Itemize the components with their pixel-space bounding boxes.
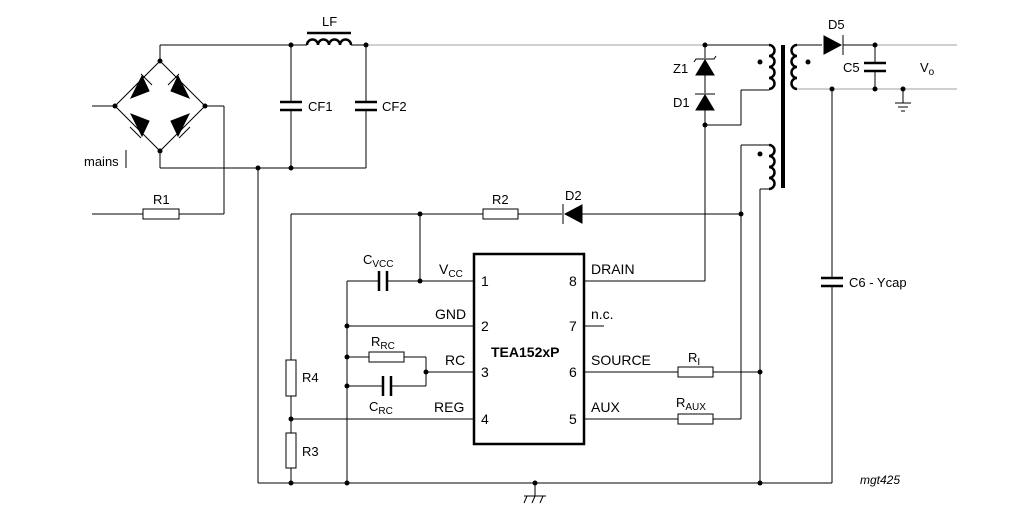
reference-code: mgt425	[860, 473, 900, 487]
pin-vcc-label: VCC	[439, 261, 463, 280]
capacitor-cf1	[280, 45, 302, 168]
raux-label: RAUX	[676, 395, 706, 413]
pin-2-number: 2	[481, 318, 489, 334]
lf-label: LF	[322, 14, 337, 29]
pin-6-number: 6	[569, 364, 577, 380]
r2-label: R2	[492, 192, 509, 207]
pin-rc-label: RC	[445, 352, 465, 368]
resistor-ri	[677, 366, 714, 378]
ground-symbol-output	[895, 89, 911, 112]
pin-5-number: 5	[569, 411, 577, 427]
pin-reg-label: REG	[434, 399, 464, 415]
vo-label: Vo	[920, 60, 935, 78]
pin-aux-label: AUX	[591, 399, 620, 415]
diode-d1	[695, 93, 715, 111]
bridge-diode-3	[129, 113, 150, 139]
bridge-rectifier	[112, 58, 208, 154]
z1-label: Z1	[673, 61, 688, 76]
ic-name: TEA152xP	[491, 344, 559, 360]
crc-label: CRC	[369, 399, 393, 417]
c6-label: C6 - Ycap	[849, 275, 907, 290]
capacitor-c5	[864, 45, 886, 89]
r3-label: R3	[302, 444, 319, 459]
cf1-label: CF1	[308, 99, 333, 114]
transformer-aux-winding	[768, 143, 776, 191]
r4-label: R4	[302, 370, 319, 385]
zener-z1	[693, 55, 717, 76]
cvcc-label: CVCC	[363, 252, 394, 270]
capacitor-cf2	[355, 45, 377, 168]
resistor-rrc	[368, 351, 405, 363]
diode-d2	[562, 204, 583, 224]
transformer-primary-winding	[768, 43, 776, 91]
d2-label: D2	[565, 188, 582, 203]
pin-nc-label: n.c.	[591, 306, 614, 322]
resistor-r3	[285, 432, 297, 469]
pin-gnd-label: GND	[435, 306, 466, 322]
bridge-diode-2	[167, 73, 191, 99]
rrc-label: RRC	[371, 334, 395, 352]
bridge-diode-1	[129, 73, 153, 99]
capacitor-cvcc	[377, 271, 389, 291]
r1-label: R1	[153, 192, 170, 207]
bridge-diode-4	[170, 113, 191, 139]
ri-label: RI	[688, 350, 700, 368]
c5-label: C5	[843, 60, 860, 75]
resistor-r4	[285, 359, 297, 397]
transformer-secondary-winding	[790, 43, 798, 91]
d1-label: D1	[673, 95, 690, 110]
capacitor-c6	[821, 276, 843, 288]
capacitor-crc	[381, 376, 393, 396]
ic-tea152xp	[472, 252, 586, 446]
diode-d5	[823, 35, 844, 55]
pin-7-number: 7	[569, 318, 577, 334]
pin-8-number: 8	[569, 273, 577, 289]
ground-symbol-bottom	[523, 483, 546, 504]
resistor-raux	[677, 413, 714, 425]
pin-source-label: SOURCE	[591, 352, 651, 368]
pin-1-number: 1	[481, 273, 489, 289]
pin-3-number: 3	[481, 364, 489, 380]
pin-drain-label: DRAIN	[591, 261, 635, 277]
inductor-lf	[305, 38, 353, 46]
pin-4-number: 4	[481, 411, 489, 427]
mains-label: mains	[84, 154, 119, 169]
cf2-label: CF2	[382, 99, 407, 114]
resistor-r1	[142, 208, 180, 220]
resistor-r2	[482, 208, 519, 220]
d5-label: D5	[828, 17, 845, 32]
